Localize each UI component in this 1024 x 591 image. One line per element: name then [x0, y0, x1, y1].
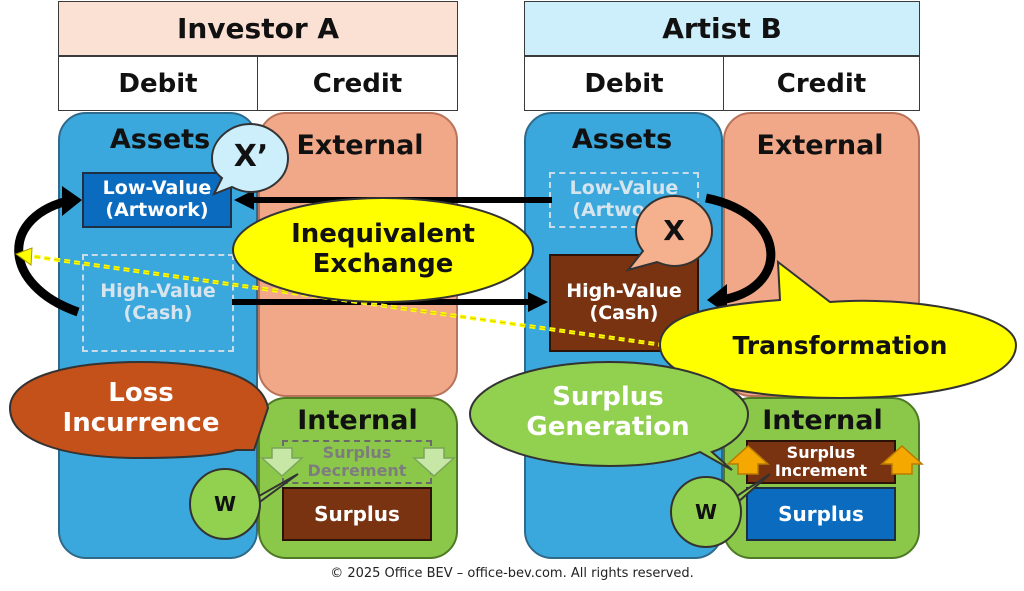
artist-w-circle: [670, 476, 742, 548]
investor-assets-label: Assets: [109, 124, 211, 155]
artist-surplus-box: Surplus: [746, 487, 896, 541]
increment-arrow-right: [880, 444, 924, 475]
investor-x-bubble-shape: [210, 122, 290, 196]
investor-w-circle: [189, 468, 261, 540]
investor-curved-arrowhead: [62, 186, 82, 216]
artist-w-label: W: [694, 499, 718, 524]
transformation-callout-shape: [658, 259, 1018, 400]
artist-curved-arrow: [705, 193, 776, 305]
increment-arrow-left: [726, 444, 770, 475]
artist-external-label: External: [756, 130, 884, 161]
surplus-generation-label: Surplus Generation: [526, 382, 690, 442]
cash-transfer-arrowhead: [528, 292, 548, 312]
artist-x-label: X: [663, 213, 685, 247]
surplus-generation-callout-shape: [468, 360, 750, 471]
investor-debit-header: Debit: [58, 56, 258, 111]
artist-internal-label: Internal: [762, 405, 883, 436]
artist-surplus-increment-box: Surplus Increment: [746, 440, 896, 484]
investor-x-prime-label: X’: [233, 138, 269, 174]
loss-incurrence-callout-shape: [8, 360, 270, 460]
artist-x-bubble-shape: [625, 194, 714, 272]
inequivalent-exchange-label: Inequivalent Exchange: [291, 219, 475, 279]
investor-title: Investor A: [58, 1, 458, 56]
decrement-arrow-left: [260, 447, 304, 478]
artist-title: Artist B: [524, 1, 920, 56]
investor-internal-label: Internal: [297, 405, 418, 436]
loss-incurrence-label: Loss Incurrence: [62, 378, 220, 438]
artwork-transfer-arrowhead: [234, 190, 254, 210]
transformation-label: Transformation: [732, 330, 948, 360]
investor-surplus-decrement-box: Surplus Decrement: [282, 440, 432, 484]
artist-assets-label: Assets: [571, 124, 673, 155]
inequivalent-exchange-bubble: [232, 197, 534, 303]
investor-surplus-box: Surplus: [282, 487, 432, 541]
artist-credit-header: Credit: [723, 56, 920, 111]
investor-low-value-box: Low-Value (Artwork): [82, 172, 232, 228]
investor-w-label: W: [213, 491, 237, 516]
investor-credit-header: Credit: [257, 56, 458, 111]
investor-curved-arrow: [14, 195, 80, 317]
investor-external-label: External: [296, 130, 424, 161]
dotted-arrowhead: [14, 247, 33, 266]
copyright-footer: © 2025 Office BEV – office-bev.com. All …: [330, 566, 694, 581]
artist-debit-header: Debit: [524, 56, 724, 111]
decrement-arrow-right: [412, 447, 456, 478]
